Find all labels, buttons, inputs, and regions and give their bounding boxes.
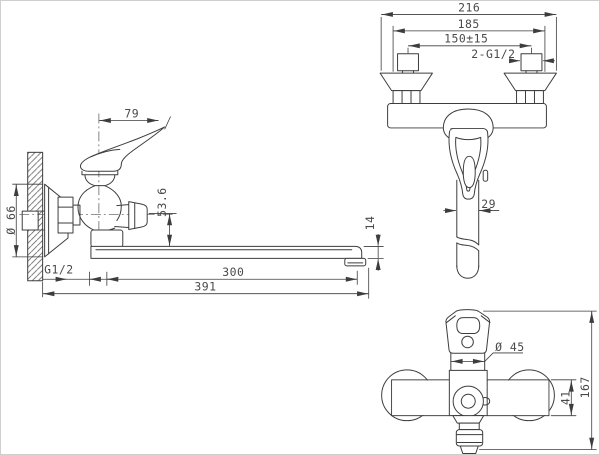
inlet-fitting-left <box>397 53 419 72</box>
dim-body-depth: 41 <box>558 390 572 405</box>
spout-drop-end <box>456 265 480 279</box>
spout-tube <box>90 245 363 259</box>
lever-handle <box>79 126 166 172</box>
valve-body <box>77 185 96 231</box>
bottom-view: Ø 45 41 167 <box>381 309 597 454</box>
dim-spout-end-height: 14 <box>363 216 377 231</box>
handle-side-tab <box>482 169 489 182</box>
front-view: 216 185 150±15 2-G1/2 29 <box>379 1 557 279</box>
dim-spout-width: 29 <box>481 197 496 211</box>
union-nut-left <box>392 90 421 105</box>
dim-overall-width: 216 <box>458 1 480 14</box>
dim-handle-length: 79 <box>124 106 139 120</box>
dim-body-diameter: Ø 45 <box>495 340 525 354</box>
inlet-fitting-right <box>520 53 543 72</box>
set-screw <box>461 335 474 349</box>
aerator-slot <box>456 317 481 335</box>
dim-inlet-threads: 2-G1/2 <box>471 47 515 61</box>
supply-pipe-stub <box>21 210 39 231</box>
union-nut-right <box>516 90 544 105</box>
dim-overall-height: 167 <box>578 376 592 398</box>
dim-inlet-thread: G1/2 <box>44 262 74 276</box>
side-view: 79 Ø 66 53.6 14 G1/2 300 <box>4 106 384 299</box>
handle-cap-skirt <box>81 170 119 176</box>
body-arms <box>391 379 550 417</box>
bottom-cap <box>452 415 485 454</box>
diverter-knob <box>114 201 148 230</box>
dim-overall-length: 391 <box>194 280 216 294</box>
spout-connector <box>90 229 124 248</box>
dim-axis-to-spout: 53.6 <box>155 187 169 217</box>
dim-flange-diameter: Ø 66 <box>4 205 18 235</box>
eccentric-neck <box>72 204 81 226</box>
tube-break-line <box>456 236 480 246</box>
dim-spout-reach: 300 <box>222 265 244 279</box>
escutcheon-right <box>503 72 557 92</box>
dim-inlet-spacing: 150±15 <box>444 31 488 45</box>
central-body <box>448 369 491 417</box>
dim-body-width: 185 <box>458 17 480 31</box>
eccentric-hex-nut <box>57 196 74 234</box>
escutcheon-left <box>379 72 433 92</box>
aerator <box>344 257 367 267</box>
